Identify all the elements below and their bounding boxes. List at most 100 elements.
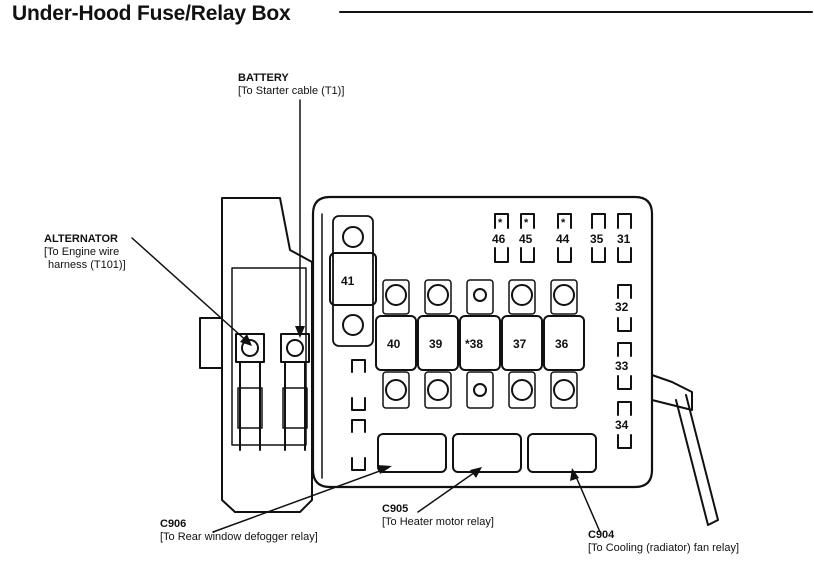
battery-cable <box>284 361 306 451</box>
star-mark-46: * <box>498 217 503 229</box>
screw-39-top <box>427 284 449 306</box>
alternator-cable <box>239 361 261 451</box>
fuse-box-body <box>311 195 654 489</box>
screw-40-top <box>385 284 407 306</box>
c904-detail: [To Cooling (radiator) fan relay] <box>588 542 740 554</box>
battery-name: BATTERY <box>238 72 289 84</box>
slot-32-upper <box>617 284 632 299</box>
socket-36-bottom <box>550 371 578 409</box>
fuse-label-41: 41 <box>341 274 355 288</box>
fuse-label-39: 39 <box>429 337 443 351</box>
c906-label: C906 [To Rear window defogger relay] <box>160 518 318 544</box>
slot-33-upper <box>617 342 632 357</box>
slot-35-lower <box>591 247 606 263</box>
socket-37-bottom <box>508 371 536 409</box>
alternator-label: ALTERNATOR [To Engine wire harness (T101… <box>44 233 126 272</box>
slot-33-lower <box>617 375 632 390</box>
screw-39-bottom <box>427 379 449 401</box>
slot-46-lower <box>494 247 509 263</box>
slot-45-lower <box>520 247 535 263</box>
c905-name: C905 <box>382 503 409 515</box>
fuse-41-screw-bottom <box>342 314 364 336</box>
c906-detail: [To Rear window defogger relay] <box>160 531 318 543</box>
page-title: Under-Hood Fuse/Relay Box <box>12 2 291 25</box>
battery-terminal-nut <box>286 339 304 357</box>
relay-socket-c904 <box>527 433 597 473</box>
fuse-label-32: 32 <box>615 300 629 314</box>
c904-name: C904 <box>588 529 615 541</box>
screw-36-bottom <box>553 379 575 401</box>
leader-c904 <box>573 471 601 533</box>
battery-detail: [To Starter cable (T1)] <box>238 85 345 97</box>
screw-38-bottom <box>473 383 487 397</box>
slot-31-lower <box>617 247 632 263</box>
slot-35-upper <box>591 213 606 229</box>
fuse-37-body <box>501 315 543 371</box>
alternator-terminal <box>235 333 265 363</box>
left-slot-2-lower <box>351 457 366 471</box>
fuse-41-body <box>329 252 377 306</box>
fuse-label-31: 31 <box>617 232 631 246</box>
left-slot-2-upper <box>351 419 366 433</box>
strap <box>675 394 719 526</box>
screw-37-bottom <box>511 379 533 401</box>
latch <box>651 374 693 411</box>
arrow-c906 <box>377 465 392 474</box>
slot-31-upper <box>617 213 632 229</box>
socket-38-top <box>466 279 494 315</box>
c905-label: C905 [To Heater motor relay] <box>382 503 494 529</box>
fuse-label-37: 37 <box>513 337 527 351</box>
battery-terminal <box>280 333 310 363</box>
fuse-label-44: 44 <box>556 232 570 246</box>
socket-39-top <box>424 279 452 315</box>
alternator-name: ALTERNATOR <box>44 233 118 245</box>
socket-36-top <box>550 279 578 315</box>
relay-socket-c906 <box>377 433 447 473</box>
fuse-38-body <box>459 315 501 371</box>
alternator-cable-boot <box>237 387 263 429</box>
fuse-label-46: 46 <box>492 232 506 246</box>
fuse-label-40: 40 <box>387 337 401 351</box>
alternator-detail-1: [To Engine wire <box>44 246 120 258</box>
relay-socket-c905 <box>452 433 522 473</box>
screw-36-top <box>553 284 575 306</box>
fuse-label-35: 35 <box>590 232 604 246</box>
housing-flange <box>199 317 223 369</box>
screw-37-top <box>511 284 533 306</box>
fuse-label-38: *38 <box>465 337 483 351</box>
socket-40-top <box>382 279 410 315</box>
star-mark-45: * <box>524 217 529 229</box>
socket-38-bottom <box>466 371 494 409</box>
screw-40-bottom <box>385 379 407 401</box>
slot-44-upper <box>557 213 572 229</box>
arrow-alternator <box>240 334 252 346</box>
fuse-label-34: 34 <box>615 418 629 432</box>
battery-cable-boot <box>282 387 308 429</box>
socket-39-bottom <box>424 371 452 409</box>
leader-c906 <box>212 467 389 533</box>
leader-c905 <box>417 469 479 513</box>
fuse-39-body <box>417 315 459 371</box>
screw-38-top <box>473 288 487 302</box>
slot-46-upper <box>494 213 509 229</box>
fuse-label-33: 33 <box>615 359 629 373</box>
c904-label: C904 [To Cooling (radiator) fan relay] <box>588 529 739 555</box>
alternator-detail-2: harness (T101)] <box>48 259 126 271</box>
arrow-c905 <box>470 467 482 478</box>
arrow-c904 <box>570 468 579 481</box>
arrow-battery <box>295 326 305 338</box>
fuse-41-housing <box>332 215 374 347</box>
leader-alternator <box>131 237 251 345</box>
battery-label: BATTERY [To Starter cable (T1)] <box>238 72 344 98</box>
c906-name: C906 <box>160 518 187 530</box>
socket-37-top <box>508 279 536 315</box>
fuse-40-body <box>375 315 417 371</box>
c905-detail: [To Heater motor relay] <box>382 516 494 528</box>
slot-34-lower <box>617 434 632 449</box>
left-slot-1-lower <box>351 397 366 411</box>
slot-32-lower <box>617 317 632 332</box>
fuse-label-36: 36 <box>555 337 569 351</box>
slot-45-upper <box>520 213 535 229</box>
slot-44-lower <box>557 247 572 263</box>
